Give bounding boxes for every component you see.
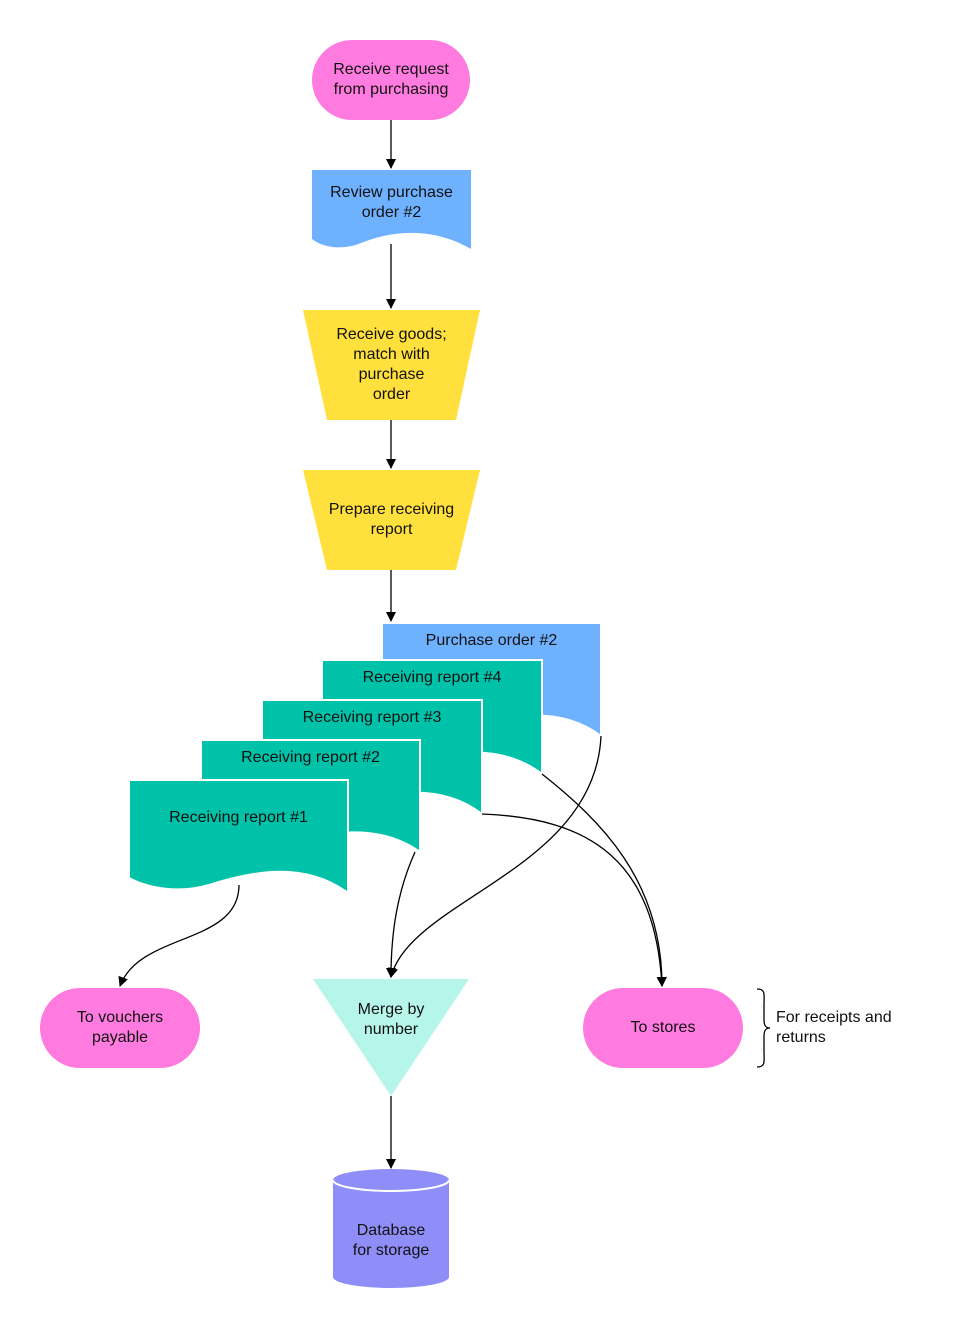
label-database: Database for storage xyxy=(352,1222,430,1259)
label-prepare-report: Prepare receiving report xyxy=(328,501,455,538)
label-receiving-report-2: Receiving report #2 xyxy=(241,749,380,766)
label-receiving-report-4: Receiving report #4 xyxy=(362,669,502,686)
connector-report3-to-stores xyxy=(481,813,667,987)
label-receiving-report-1: Receiving report #1 xyxy=(169,809,308,826)
document-receiving-report-1 xyxy=(128,779,349,895)
connector-po-to-merge xyxy=(388,735,602,978)
manual-op-receive-goods xyxy=(303,310,480,420)
terminal-receive-request xyxy=(312,40,470,120)
document-review-po xyxy=(312,170,471,249)
database-cylinder xyxy=(333,1169,449,1288)
label-receive-request: Receive request from purchasing xyxy=(333,61,449,98)
merge-triangle xyxy=(313,979,469,1096)
label-review-po: Review purchase order #2 xyxy=(330,184,453,221)
label-merge: Merge by number xyxy=(357,1001,425,1038)
label-to-vouchers: To vouchers payable xyxy=(76,1009,164,1046)
label-annotation: For receipts and returns xyxy=(776,1009,892,1046)
annotation-brace xyxy=(756,988,771,1068)
terminal-to-vouchers xyxy=(40,988,200,1068)
label-receive-goods: Receive goods; match with purchase order xyxy=(336,326,447,403)
terminal-to-stores xyxy=(583,988,743,1068)
manual-op-prepare-report xyxy=(303,470,480,570)
connector-report1-to-vouchers xyxy=(118,884,240,987)
label-receiving-report-3: Receiving report #3 xyxy=(302,709,442,726)
database-top-rim xyxy=(332,1179,450,1192)
label-purchase-order-2: Purchase order #2 xyxy=(425,632,558,649)
label-to-stores: To stores xyxy=(630,1019,696,1036)
connector-report2-to-merge xyxy=(386,851,416,978)
connector-report4-to-stores xyxy=(541,773,667,987)
